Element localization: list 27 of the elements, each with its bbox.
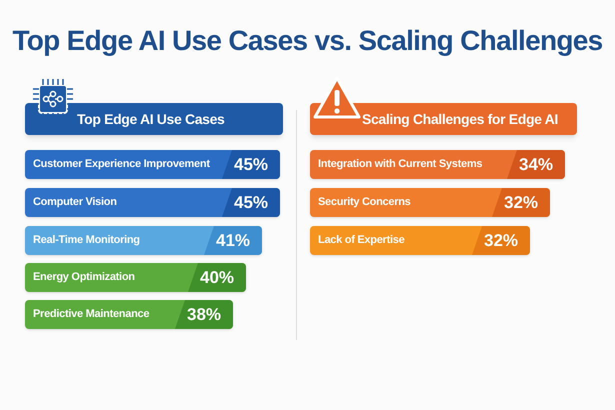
bar-label: Customer Experience Improvement — [32, 157, 211, 172]
bar-label: Integration with Current Systems — [317, 157, 484, 172]
percentage-bar — [25, 150, 280, 179]
percentage-value: 38% — [175, 300, 233, 329]
bar-label: Energy Optimization — [32, 270, 136, 286]
header-text: Top Edge AI Use Cases — [77, 110, 224, 129]
percentage-value: 45% — [222, 188, 280, 217]
percentage-value: 41% — [204, 226, 262, 255]
bar-label: Lack of Expertise — [317, 233, 406, 248]
title: Top Edge AI Use Cases vs. Scaling Challenges — [11, 24, 604, 58]
percentage-bar — [25, 188, 280, 217]
header-text: Scaling Challenges for Edge AI — [362, 110, 558, 129]
percentage-bar — [25, 300, 233, 329]
percentage-bar — [310, 188, 550, 217]
percentage-value: 32% — [472, 226, 530, 255]
percentage-value: 45% — [222, 150, 280, 179]
percentage-value: 32% — [492, 188, 550, 217]
bar-label: Real-Time Monitoring — [32, 233, 141, 248]
percentage-value: 34% — [507, 150, 565, 179]
bar-label: Predictive Maintenance — [32, 307, 150, 322]
bar-label: Security Concerns — [317, 195, 412, 210]
percentage-bar — [310, 150, 565, 179]
percentage-value: 40% — [188, 263, 246, 292]
percentage-bar — [25, 226, 262, 255]
bar-label: Computer Vision — [32, 195, 118, 210]
percentage-bar — [310, 226, 530, 255]
percentage-bar — [25, 263, 246, 292]
